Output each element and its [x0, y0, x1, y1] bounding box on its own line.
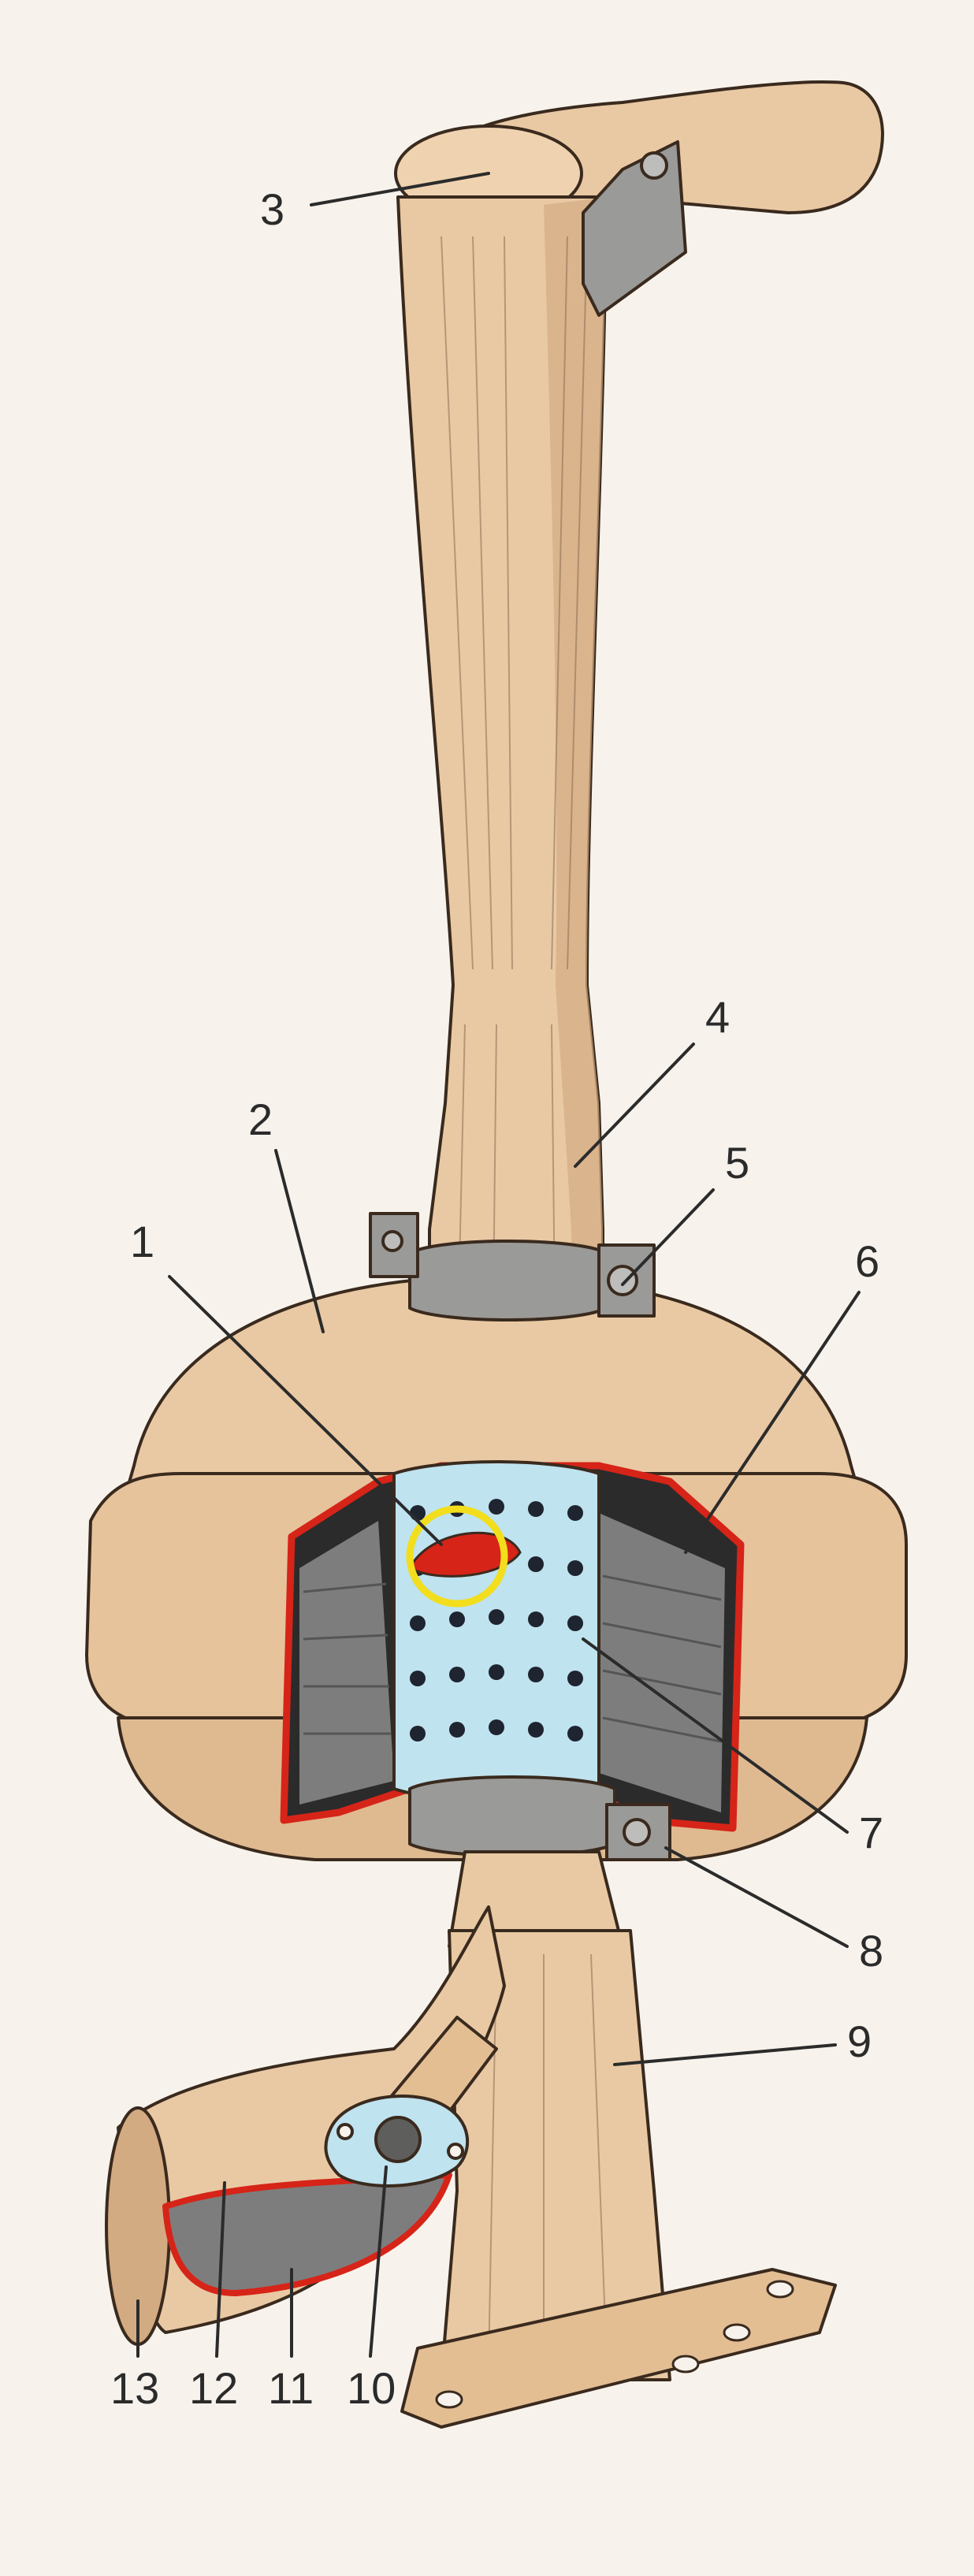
- callout-8: 8: [859, 1926, 883, 1976]
- upper-clamp-band: [408, 1240, 608, 1321]
- leader-4: [574, 1043, 695, 1168]
- leader-3: [310, 172, 490, 206]
- callout-2: 2: [248, 1095, 273, 1144]
- leader-lines: [136, 172, 861, 2358]
- callout-10: 10: [347, 2363, 396, 2413]
- callout-9: 9: [847, 2017, 872, 2066]
- lower-clamp-bolt: [623, 1818, 651, 1846]
- gasket-bolt-hole-right: [447, 2143, 464, 2160]
- leader-1: [168, 1275, 443, 1546]
- upper-clamp-bolt-left: [381, 1230, 403, 1252]
- callout-12: 12: [189, 2363, 238, 2413]
- bracket-bolt: [640, 151, 668, 180]
- upper-clamp-bolt: [607, 1265, 638, 1296]
- elbow-cutaway: [162, 2172, 452, 2296]
- tailpipe-assembly: [394, 80, 884, 1388]
- left-packing: [299, 1521, 394, 1805]
- callout-13: 13: [110, 2363, 159, 2413]
- leader-9: [613, 2043, 837, 2066]
- upper-clamp: [369, 1212, 656, 1321]
- muffler-body: [85, 1275, 908, 1861]
- callout-labels: 1 2 3 4 5 6 7 8 9 10 11 12 13: [110, 184, 883, 2413]
- leader-5: [621, 1188, 715, 1286]
- tailpipe-shade: [544, 197, 607, 1387]
- mounting-flange: [400, 2268, 837, 2429]
- lower-assembly: [105, 1775, 837, 2429]
- right-packing: [599, 1513, 725, 1812]
- gasket-port: [374, 2116, 422, 2163]
- packing-hatching: [303, 1574, 722, 1743]
- flange-holes: [435, 2280, 794, 2409]
- lower-clamp-band: [408, 1775, 616, 1857]
- leader-10: [369, 2165, 388, 2358]
- perforation-holes: [410, 1499, 583, 1741]
- callout-7: 7: [859, 1808, 883, 1857]
- callout-3: 3: [260, 184, 284, 234]
- gasket-bolt-hole-left: [336, 2123, 354, 2140]
- manifold-stand: [440, 1929, 671, 2381]
- leader-8: [664, 1846, 849, 1948]
- stand-ribs: [488, 1953, 608, 2365]
- tailpipe-bracket: [582, 140, 687, 317]
- leader-6: [684, 1291, 861, 1554]
- leader-12: [215, 2181, 226, 2358]
- callout-4: 4: [705, 992, 730, 1042]
- leader-2: [274, 1149, 325, 1333]
- callout-6: 6: [855, 1236, 879, 1286]
- highlight-circle: [406, 1505, 508, 1608]
- callout-1: 1: [130, 1217, 154, 1266]
- callout-11: 11: [268, 2363, 314, 2413]
- callout-5: 5: [725, 1138, 749, 1188]
- leader-7: [582, 1637, 849, 1834]
- tailpipe-hatching: [441, 236, 588, 1372]
